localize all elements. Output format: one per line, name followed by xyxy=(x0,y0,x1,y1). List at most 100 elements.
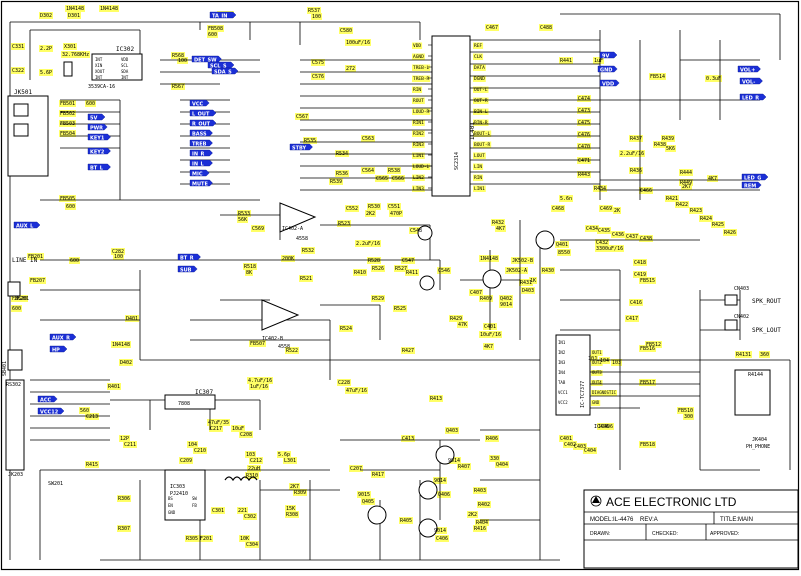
ferrite-bead-label-highlight xyxy=(65,203,76,210)
ic302-pin: INT xyxy=(121,75,129,80)
lower-part-label: C212 xyxy=(250,458,262,464)
top-part-label: R567 xyxy=(172,84,184,90)
middle-part-label: C546 xyxy=(438,268,450,274)
ic302-pin: SCL xyxy=(121,63,129,68)
ic401-pin-right-highlight xyxy=(473,119,489,126)
middle-part-label: C565 xyxy=(376,176,388,182)
lower-part-label: 2K7 xyxy=(290,484,299,490)
jk404-label: JK404 xyxy=(752,437,767,443)
ic401-pin-left: RIN2 xyxy=(413,131,424,137)
lower-part-label-highlight xyxy=(349,465,363,472)
top-part-label-highlight xyxy=(577,143,591,150)
lower-part-label-highlight xyxy=(231,425,245,432)
ic401-pin-left: RIN1 xyxy=(413,120,424,126)
top-part-label-highlight xyxy=(653,141,667,148)
lower-part-label: 2K2 xyxy=(468,512,477,518)
ic302-ref: IC302 xyxy=(116,46,134,53)
ic406-part: IC-TC7377 xyxy=(580,381,586,408)
approved-label: APPROVED: xyxy=(710,531,739,537)
revision-label: REV:A xyxy=(640,517,658,523)
ic406-pin-left: TAB xyxy=(558,380,566,385)
middle-part-label: R431 xyxy=(520,280,532,286)
net-flag-n14: STBY xyxy=(289,143,313,152)
net-flag-n28: BT_R xyxy=(177,253,201,262)
middle-part-label: 1uF/16 xyxy=(250,384,268,390)
right-part-label: C402 xyxy=(564,442,576,448)
ferrite-bead-label: 600 xyxy=(86,101,95,107)
top-part-label: 5.6P xyxy=(40,70,52,76)
ferrite-bead-label: 600 xyxy=(70,258,79,264)
right-part-label-highlight xyxy=(639,235,653,242)
top-part-label: C488 xyxy=(540,25,552,31)
net-flags: TA_INDET_SWSCL_SSDA_SVCCL_OUTR_OUTBASSTR… xyxy=(13,11,769,416)
ic401-pin-right: DATA xyxy=(474,65,485,71)
middle-part-label: R529 xyxy=(372,296,384,302)
top-part-label: 2K xyxy=(614,208,620,214)
lower-part-label: 9014 xyxy=(448,458,460,464)
net-flag-n27: BT_L xyxy=(87,163,111,172)
lower-part-label-highlight xyxy=(123,441,137,448)
middle-part-label: 1N4148 xyxy=(112,342,130,348)
net-flag-n15: GND xyxy=(597,65,618,74)
top-part-label-highlight xyxy=(207,31,218,38)
ic406-pin-right-highlight xyxy=(591,350,603,356)
lower-part-label-highlight xyxy=(209,425,223,432)
lower-part-label-highlight xyxy=(437,491,451,498)
middle-part-label-highlight xyxy=(499,301,513,308)
net-flag-n18: VOL- xyxy=(739,77,763,86)
top-part-label: C471 xyxy=(578,158,590,164)
lower-part-label: R309 xyxy=(294,490,306,496)
ic401-pin-right-highlight xyxy=(473,64,486,71)
ic307-body xyxy=(164,394,216,410)
net-flag-n6: L_OUT xyxy=(189,109,217,118)
right-part-label-highlight xyxy=(559,435,573,442)
title-block: ACE ELECTRONIC LTD MODEL:IL-4476 REV:A T… xyxy=(583,489,799,569)
net-flag-n2: DET_SW xyxy=(191,55,222,64)
net-flag-n1: TA_IN xyxy=(209,11,237,20)
ic406-pin-right-highlight xyxy=(591,400,601,406)
middle-part-label-highlight xyxy=(111,248,125,255)
ic401-pin-left-highlight xyxy=(412,97,425,104)
top-part-label: C322 xyxy=(12,68,24,74)
middle-part-label-highlight xyxy=(387,203,401,210)
lower-part-label: R307 xyxy=(118,526,130,532)
middle-part-label-highlight xyxy=(394,265,408,272)
lower-part-label: 12P xyxy=(120,436,129,442)
top-part-label: X301 xyxy=(64,44,76,50)
jk404-sublabel: PH_PHONE xyxy=(746,444,770,450)
spk-lout-label: SPK_LOUT xyxy=(752,327,781,334)
net-flag-text: STBY xyxy=(292,146,307,152)
net-flag-n3: SCL_S xyxy=(207,61,235,70)
lower-part-label: C302 xyxy=(244,514,256,520)
middle-part-label: C418 xyxy=(634,260,646,266)
middle-part-label: 1K xyxy=(530,278,536,284)
ferrite-bead-label-highlight xyxy=(27,253,44,260)
ic406-pin-right-highlight xyxy=(591,360,603,366)
lower-part-label: Q403 xyxy=(446,428,458,434)
middle-part-label-highlight xyxy=(409,227,423,234)
model-label: MODEL:IL-4476 xyxy=(590,517,634,523)
net-flag-text: MUTE xyxy=(192,182,208,188)
ic406-pin-left: IN1 xyxy=(558,340,566,345)
q405-body xyxy=(418,518,438,538)
middle-part-label-highlight xyxy=(243,263,257,270)
middle-part-label-highlight xyxy=(625,315,639,322)
top-part-label-highlight xyxy=(39,69,53,76)
ic401-pin-left-highlight xyxy=(412,86,423,93)
lower-part-label-highlight xyxy=(467,511,478,518)
ic406-ref: IC406 xyxy=(594,424,609,430)
ic401-left-pins: VDDAGNDTREB-LTREB-RRINROUTLOUD-RRIN1RIN2… xyxy=(413,43,432,192)
net-flag-text: MIC xyxy=(192,172,203,178)
top-part-label-highlight xyxy=(577,119,591,126)
lower-part-label: R407 xyxy=(458,464,470,470)
ic401-pin-right-highlight xyxy=(473,130,492,137)
top-part-label: C575 xyxy=(312,60,324,66)
net-flag-text: BT_R xyxy=(180,256,194,262)
lower-part-label: 15K xyxy=(286,506,295,512)
top-part-label-highlight xyxy=(619,150,645,157)
middle-part-label-highlight xyxy=(365,210,376,217)
ferrite-bead-label: FB207 xyxy=(30,278,45,284)
lower-part-label: C213 xyxy=(86,414,98,420)
lower-part-label: L301 xyxy=(284,458,296,464)
